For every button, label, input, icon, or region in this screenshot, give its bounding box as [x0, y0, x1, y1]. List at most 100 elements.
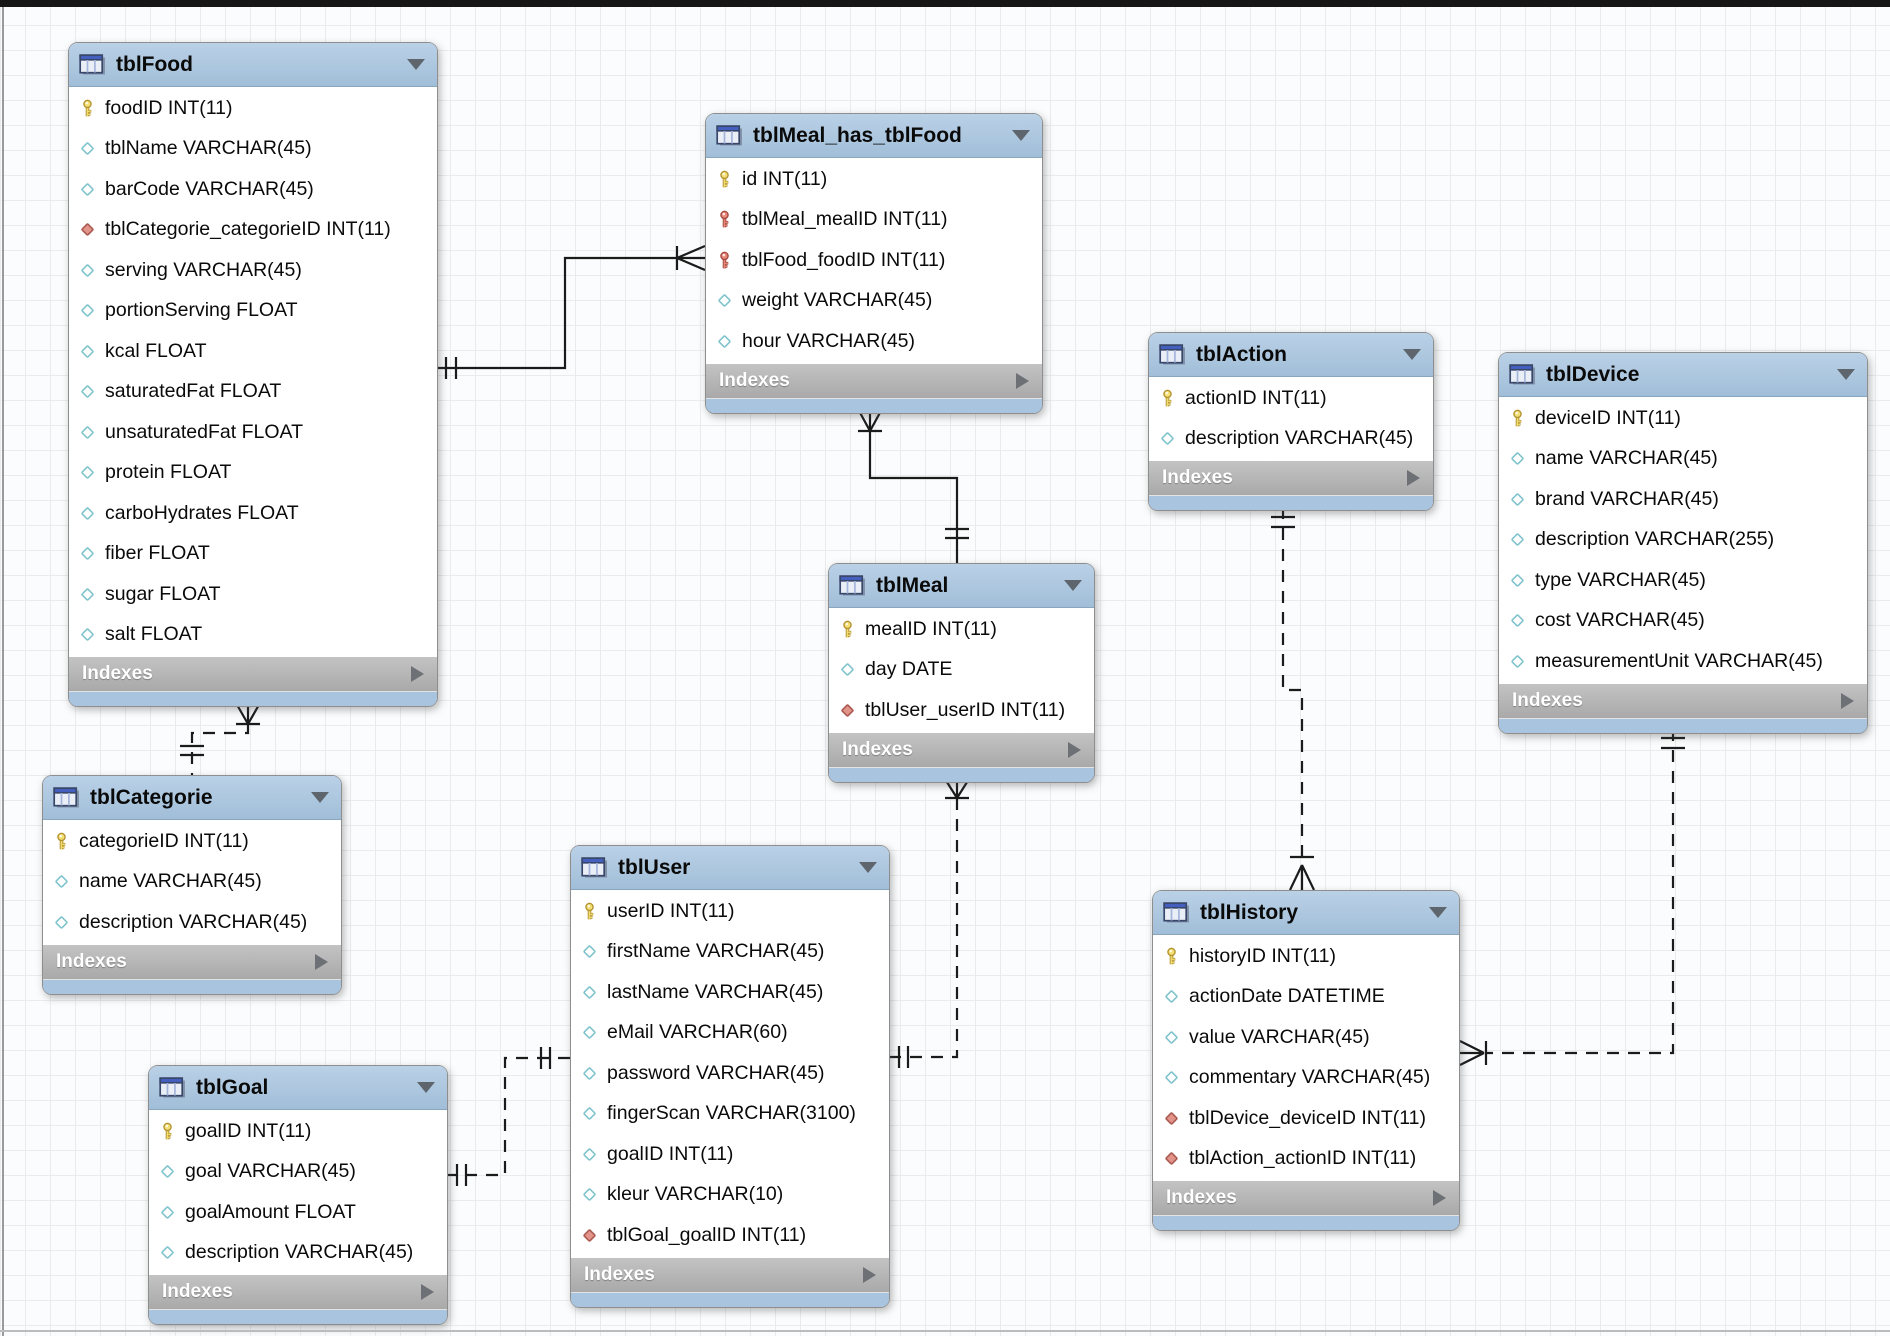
column-row[interactable]: actionID INT(11)	[1149, 378, 1433, 419]
column-row[interactable]: goalID INT(11)	[571, 1134, 889, 1175]
column-row[interactable]: categorieID INT(11)	[43, 821, 341, 862]
expand-indexes-icon[interactable]	[863, 1266, 876, 1283]
collapse-arrow-icon[interactable]	[1429, 907, 1447, 918]
column-row[interactable]: salt FLOAT	[69, 615, 437, 656]
table-header[interactable]: tblDevice	[1499, 353, 1867, 397]
indexes-bar[interactable]: Indexes	[706, 363, 1042, 398]
column-row[interactable]: tblCategorie_categorieID INT(11)	[69, 210, 437, 251]
expand-indexes-icon[interactable]	[1016, 372, 1029, 389]
column-row[interactable]: userID INT(11)	[571, 891, 889, 932]
table-header[interactable]: tblFood	[69, 43, 437, 87]
expand-indexes-icon[interactable]	[1841, 692, 1854, 709]
collapse-arrow-icon[interactable]	[417, 1082, 435, 1093]
column-row[interactable]: tblUser_userID INT(11)	[829, 690, 1094, 731]
collapse-arrow-icon[interactable]	[1403, 349, 1421, 360]
column-row[interactable]: tblName VARCHAR(45)	[69, 129, 437, 170]
column-row[interactable]: kcal FLOAT	[69, 331, 437, 372]
relationship-tblGoal-tblUser[interactable]	[448, 1047, 570, 1186]
relationship-tblMeal_has_tblFood-tblMeal[interactable]	[857, 408, 969, 563]
collapse-arrow-icon[interactable]	[1012, 130, 1030, 141]
expand-indexes-icon[interactable]	[1407, 470, 1420, 486]
column-row[interactable]: kleur VARCHAR(10)	[571, 1175, 889, 1216]
column-row[interactable]: measurementUnit VARCHAR(45)	[1499, 641, 1867, 682]
column-row[interactable]: value VARCHAR(45)	[1153, 1017, 1459, 1058]
expand-indexes-icon[interactable]	[421, 1284, 434, 1300]
column-row[interactable]: goal VARCHAR(45)	[149, 1152, 447, 1193]
expand-indexes-icon[interactable]	[411, 666, 424, 682]
table-header[interactable]: tblMeal	[829, 564, 1094, 608]
indexes-bar[interactable]: Indexes	[43, 944, 341, 979]
relationship-tblDevice-tblHistory[interactable]	[1459, 729, 1685, 1066]
column-row[interactable]: cost VARCHAR(45)	[1499, 601, 1867, 642]
column-row[interactable]: mealID INT(11)	[829, 609, 1094, 650]
column-row[interactable]: hour VARCHAR(45)	[706, 321, 1042, 362]
column-row[interactable]: tblFood_foodID INT(11)	[706, 240, 1042, 281]
column-row[interactable]: serving VARCHAR(45)	[69, 250, 437, 291]
column-row[interactable]: commentary VARCHAR(45)	[1153, 1058, 1459, 1099]
column-row[interactable]: unsaturatedFat FLOAT	[69, 412, 437, 453]
column-row[interactable]: goalID INT(11)	[149, 1111, 447, 1152]
column-row[interactable]: goalAmount FLOAT	[149, 1192, 447, 1233]
indexes-bar[interactable]: Indexes	[1149, 461, 1433, 495]
column-row[interactable]: saturatedFat FLOAT	[69, 372, 437, 413]
indexes-bar[interactable]: Indexes	[1153, 1181, 1459, 1215]
column-row[interactable]: deviceID INT(11)	[1499, 398, 1867, 439]
column-row[interactable]: description VARCHAR(255)	[1499, 520, 1867, 561]
column-row[interactable]: tblGoal_goalID INT(11)	[571, 1215, 889, 1256]
column-row[interactable]: description VARCHAR(45)	[43, 902, 341, 943]
column-row[interactable]: tblDevice_deviceID INT(11)	[1153, 1098, 1459, 1139]
table-header[interactable]: tblHistory	[1153, 891, 1459, 935]
column-row[interactable]: tblAction_actionID INT(11)	[1153, 1139, 1459, 1180]
indexes-bar[interactable]: Indexes	[1499, 683, 1867, 718]
relationship-tblFood-tblMeal_has_tblFood[interactable]	[438, 244, 706, 379]
column-row[interactable]: brand VARCHAR(45)	[1499, 479, 1867, 520]
column-row[interactable]: barCode VARCHAR(45)	[69, 169, 437, 210]
collapse-arrow-icon[interactable]	[407, 59, 425, 70]
table-header[interactable]: tblGoal	[149, 1066, 447, 1110]
table-header[interactable]: tblCategorie	[43, 776, 341, 820]
column-row[interactable]: lastName VARCHAR(45)	[571, 972, 889, 1013]
table-header[interactable]: tblMeal_has_tblFood	[706, 114, 1042, 158]
collapse-arrow-icon[interactable]	[1837, 369, 1855, 380]
column-row[interactable]: type VARCHAR(45)	[1499, 560, 1867, 601]
column-row[interactable]: id INT(11)	[706, 159, 1042, 200]
column-row[interactable]: historyID INT(11)	[1153, 936, 1459, 977]
expand-indexes-icon[interactable]	[1433, 1190, 1446, 1206]
indexes-bar[interactable]: Indexes	[571, 1257, 889, 1292]
column-row[interactable]: password VARCHAR(45)	[571, 1053, 889, 1094]
column-row[interactable]: name VARCHAR(45)	[43, 862, 341, 903]
collapse-arrow-icon[interactable]	[1064, 580, 1082, 591]
column-row[interactable]: firstName VARCHAR(45)	[571, 932, 889, 973]
column-row[interactable]: carboHydrates FLOAT	[69, 493, 437, 534]
column-row[interactable]: sugar FLOAT	[69, 574, 437, 615]
column-row[interactable]: day DATE	[829, 650, 1094, 691]
expand-indexes-icon[interactable]	[315, 953, 328, 970]
collapse-arrow-icon[interactable]	[311, 792, 329, 803]
column-row[interactable]: eMail VARCHAR(60)	[571, 1013, 889, 1054]
column-row[interactable]: fiber FLOAT	[69, 534, 437, 575]
indexes-bar[interactable]: Indexes	[69, 657, 437, 691]
indexes-bar[interactable]: Indexes	[149, 1275, 447, 1309]
table-header[interactable]: tblUser	[571, 846, 889, 890]
table-header[interactable]: tblAction	[1149, 333, 1433, 377]
relationship-tblMeal-tblUser[interactable]	[890, 778, 970, 1068]
column-row[interactable]: description VARCHAR(45)	[149, 1233, 447, 1274]
column-row[interactable]: actionDate DATETIME	[1153, 977, 1459, 1018]
collapse-arrow-icon[interactable]	[859, 862, 877, 873]
column-row[interactable]: foodID INT(11)	[69, 88, 437, 129]
column-row[interactable]: fingerScan VARCHAR(3100)	[571, 1094, 889, 1135]
column-row[interactable]: portionServing FLOAT	[69, 291, 437, 332]
relationship-tblFood-tblCategorie[interactable]	[180, 702, 261, 775]
column-row[interactable]: weight VARCHAR(45)	[706, 281, 1042, 322]
expand-indexes-icon[interactable]	[1068, 741, 1081, 758]
column-row[interactable]: protein FLOAT	[69, 453, 437, 494]
column-row[interactable]: tblMeal_mealID INT(11)	[706, 200, 1042, 241]
